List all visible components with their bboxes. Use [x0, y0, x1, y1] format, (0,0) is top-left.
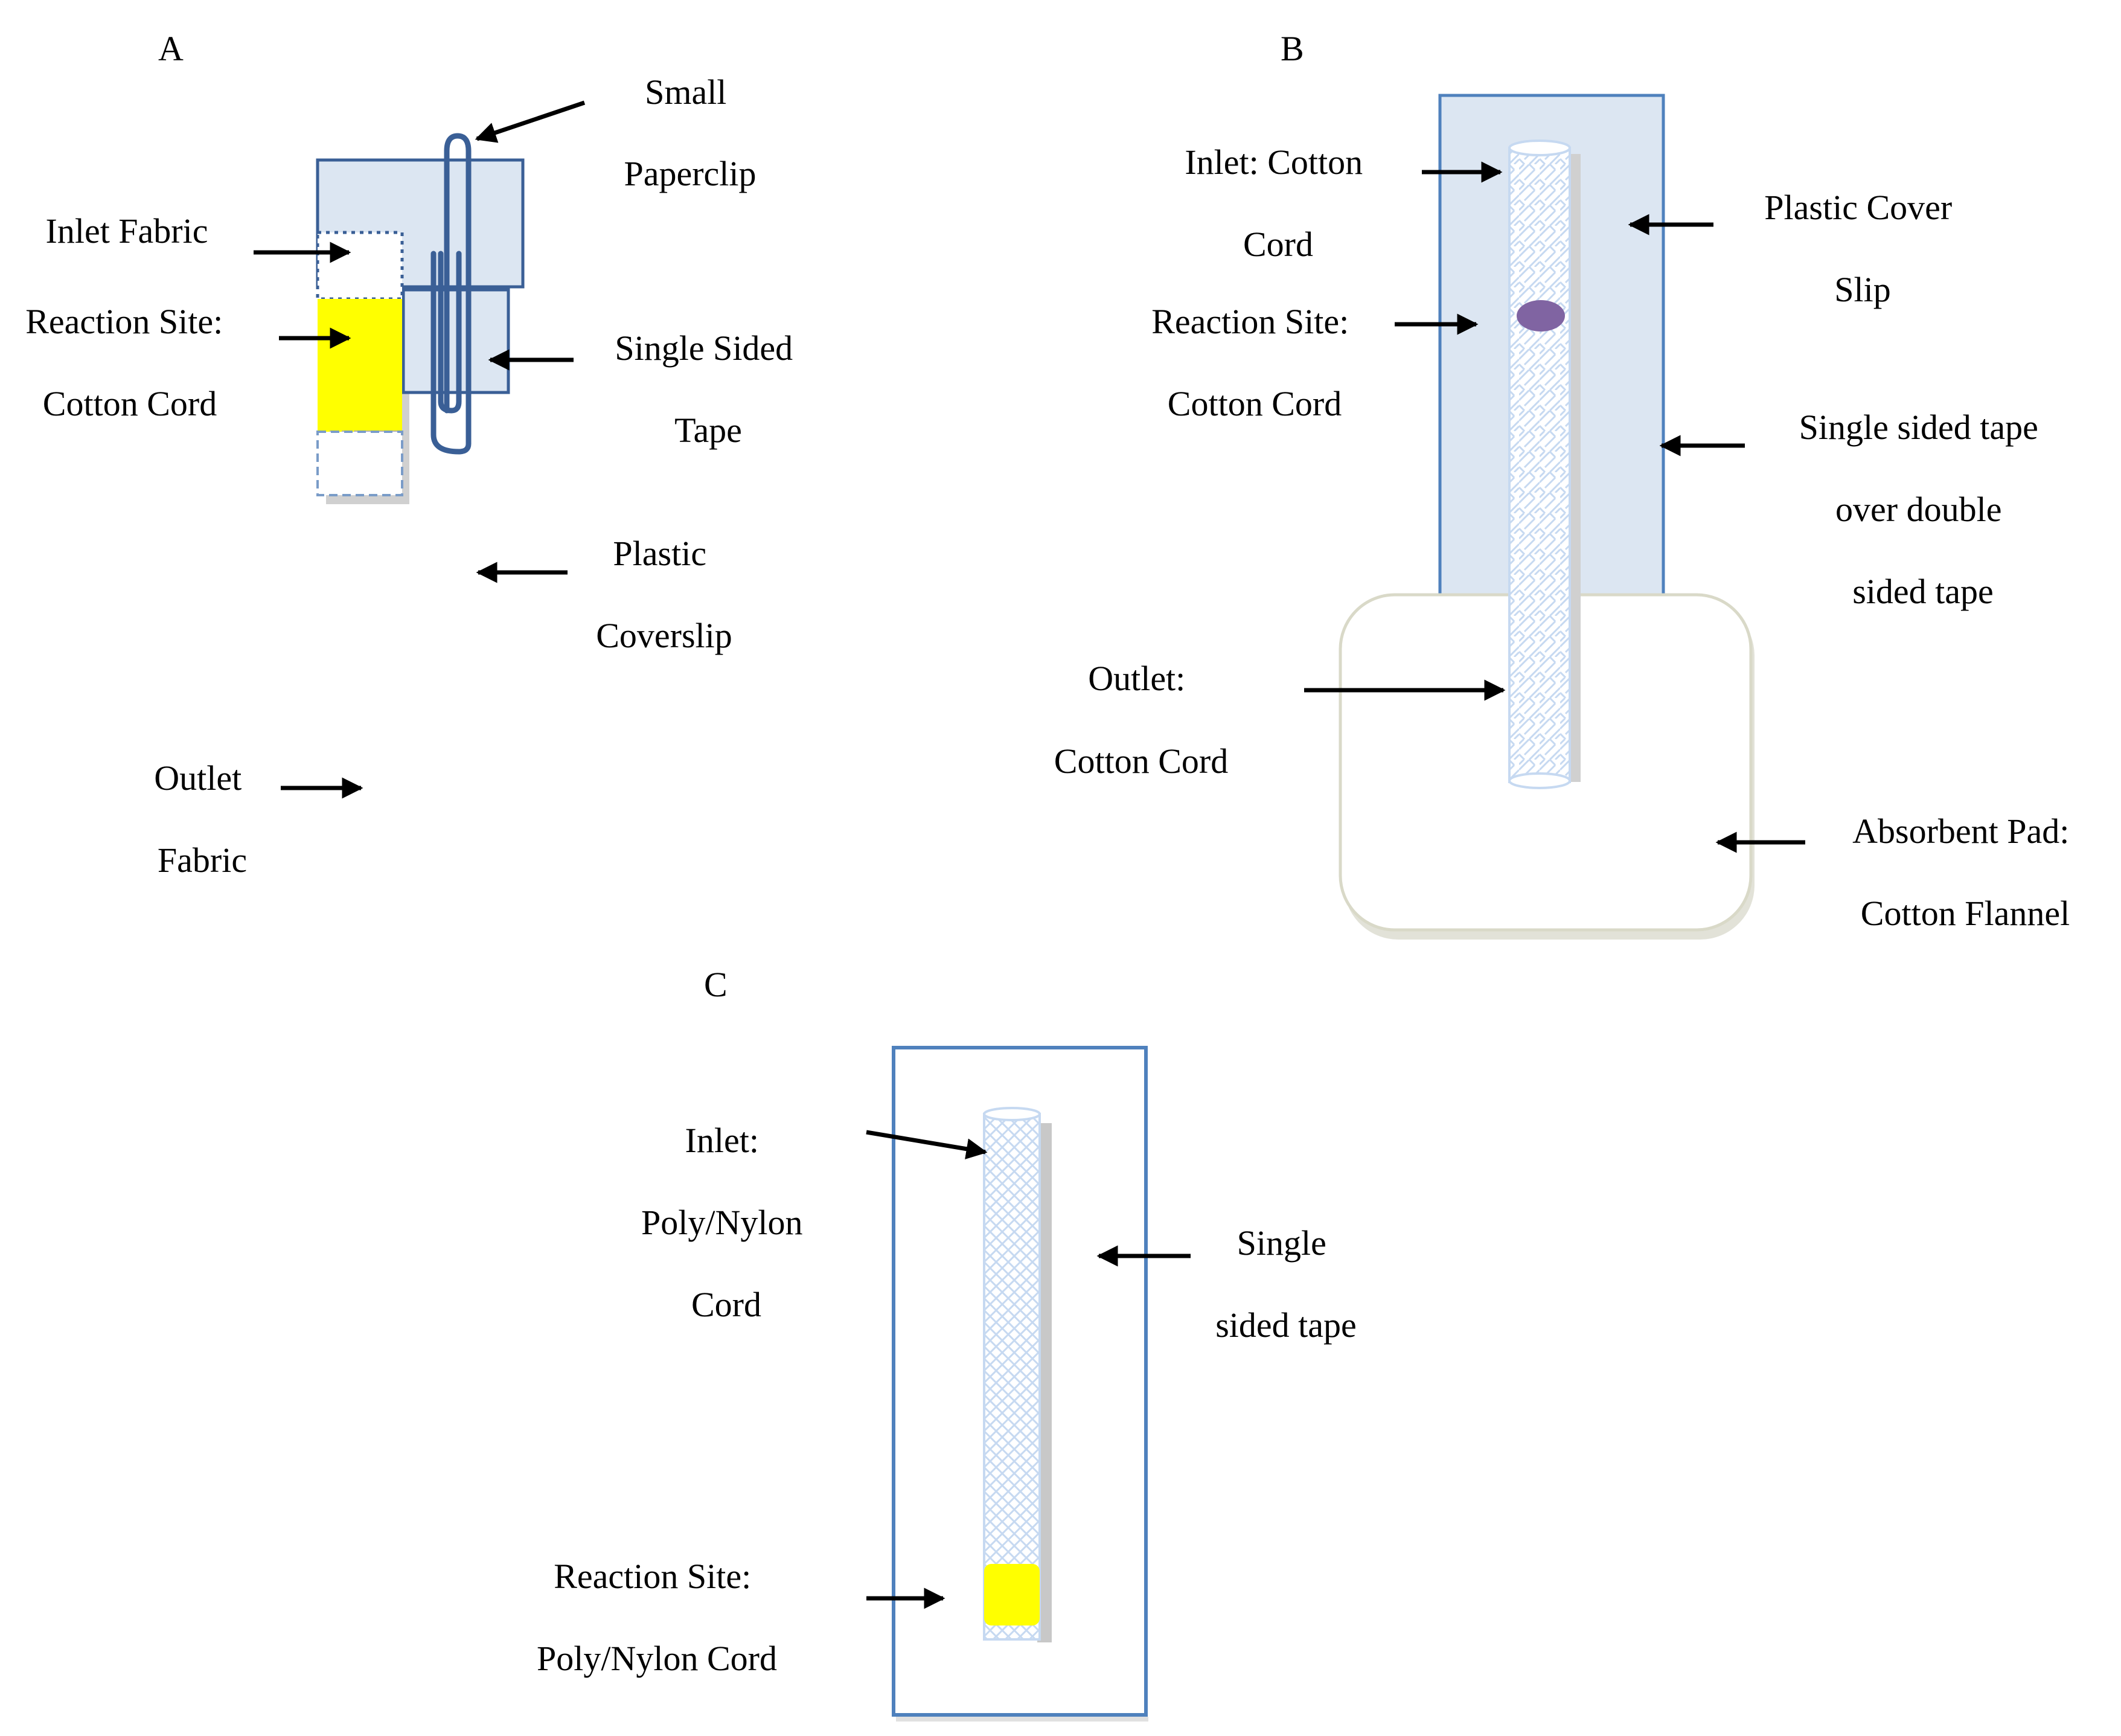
paperclip-icon [430, 133, 472, 455]
arrow-inlet-c [866, 1130, 988, 1160]
panel-b-cord-shadow [1569, 154, 1581, 782]
label-absorbent-pad-line-1: Absorbent Pad: [1852, 812, 2069, 851]
label-inlet-fabric: Inlet Fabric [46, 211, 208, 251]
label-inlet-fabric-line-1: Inlet Fabric [46, 211, 208, 251]
arrow-small-paperclip [475, 100, 586, 143]
label-single-sided-tape-a-line-1: Single Sided [615, 328, 793, 368]
panel-b-cord-bottom-end [1508, 772, 1571, 789]
label-outlet-fabric-line-2: Fabric [158, 841, 247, 880]
label-reaction-site-b-line-2: Cotton Cord [1168, 384, 1342, 423]
panel-c-cord-top-end [983, 1107, 1041, 1121]
label-reaction-site-a: Reaction Site: Cotton Cord [25, 302, 232, 423]
label-reaction-site-a-line-2: Cotton Cord [43, 384, 217, 423]
panel-a: A Small Paperclip Inlet Fabric Re [25, 29, 801, 880]
label-plastic-coverslip-line-1: Plastic [613, 534, 706, 573]
label-single-sided-tape-a: Single Sided Tape [615, 328, 801, 450]
label-small-paperclip: Small Paperclip [624, 72, 756, 193]
label-inlet-c-line-1: Inlet: [685, 1121, 759, 1160]
label-outlet-fabric: Outlet Fabric [154, 758, 250, 880]
panel-b-reaction-site [1517, 300, 1565, 332]
label-plastic-cover-slip-line-2: Slip [1834, 270, 1891, 309]
label-plastic-cover-slip-line-1: Plastic Cover [1764, 188, 1952, 227]
label-reaction-site-c: Reaction Site: Poly/Nylon Cord [537, 1557, 777, 1678]
panel-a-single-sided-tape [401, 288, 510, 394]
panel-c-poly-nylon-cord [983, 1113, 1041, 1641]
label-inlet-c-line-2: Poly/Nylon [641, 1203, 803, 1242]
label-inlet-b: Inlet: Cotton Cord [1185, 143, 1371, 264]
label-single-sided-tape-c: Single sided tape [1215, 1223, 1357, 1345]
label-small-paperclip-line-1: Small [645, 72, 726, 112]
label-absorbent-pad: Absorbent Pad: Cotton Flannel [1852, 812, 2078, 933]
label-single-sided-tape-a-line-2: Tape [674, 411, 742, 450]
label-plastic-coverslip: Plastic Coverslip [596, 534, 732, 655]
label-absorbent-pad-line-2: Cotton Flannel [1861, 894, 2070, 933]
label-single-sided-tape-c-line-1: Single [1237, 1223, 1326, 1263]
label-reaction-site-c-line-1: Reaction Site: [554, 1557, 751, 1596]
label-outlet-b: Outlet: Cotton Cord [1054, 659, 1228, 781]
panel-c: C Inlet: Poly/Nylon Cord Single sided ta… [537, 965, 1357, 1722]
label-inlet-b-line-1: Inlet: Cotton [1185, 143, 1363, 182]
label-inlet-b-line-2: Cord [1243, 225, 1313, 264]
panel-b-cotton-cord [1508, 147, 1571, 783]
label-single-sided-tape-b: Single sided tape over double sided tape [1799, 408, 2047, 611]
label-reaction-site-b-line-1: Reaction Site: [1151, 302, 1349, 341]
label-single-sided-tape-b-line-1: Single sided tape [1799, 408, 2038, 447]
label-plastic-coverslip-line-2: Coverslip [596, 616, 732, 655]
panel-c-reaction-site [984, 1564, 1040, 1625]
label-plastic-cover-slip: Plastic Cover Slip [1764, 188, 1960, 309]
panel-a-reaction-site [318, 299, 402, 432]
panel-b: B Inlet: Cotton Cord Reaction Site: Cott… [1054, 29, 2078, 940]
label-reaction-site-b: Reaction Site: Cotton Cord [1151, 302, 1358, 423]
panel-a-outlet-fabric [316, 431, 403, 496]
panel-a-letter: A [158, 29, 184, 68]
label-outlet-fabric-line-1: Outlet [154, 758, 242, 798]
panel-a-inlet-fabric [316, 231, 404, 301]
panel-c-tape-shadow [896, 1717, 1148, 1722]
label-single-sided-tape-b-line-3: sided tape [1852, 572, 1994, 611]
label-inlet-c: Inlet: Poly/Nylon Cord [641, 1121, 811, 1324]
label-outlet-b-line-2: Cotton Cord [1054, 741, 1228, 781]
label-reaction-site-c-line-2: Poly/Nylon Cord [537, 1639, 777, 1678]
label-single-sided-tape-b-line-2: over double [1835, 490, 2001, 529]
panel-b-cord-top-end [1508, 139, 1571, 156]
label-outlet-b-line-1: Outlet: [1088, 659, 1185, 698]
label-small-paperclip-line-2: Paperclip [624, 154, 756, 193]
label-single-sided-tape-c-line-2: sided tape [1215, 1305, 1357, 1345]
label-reaction-site-a-line-1: Reaction Site: [25, 302, 223, 341]
label-inlet-c-line-3: Cord [691, 1285, 761, 1324]
panel-b-letter: B [1281, 29, 1304, 68]
panel-c-letter: C [704, 965, 728, 1004]
